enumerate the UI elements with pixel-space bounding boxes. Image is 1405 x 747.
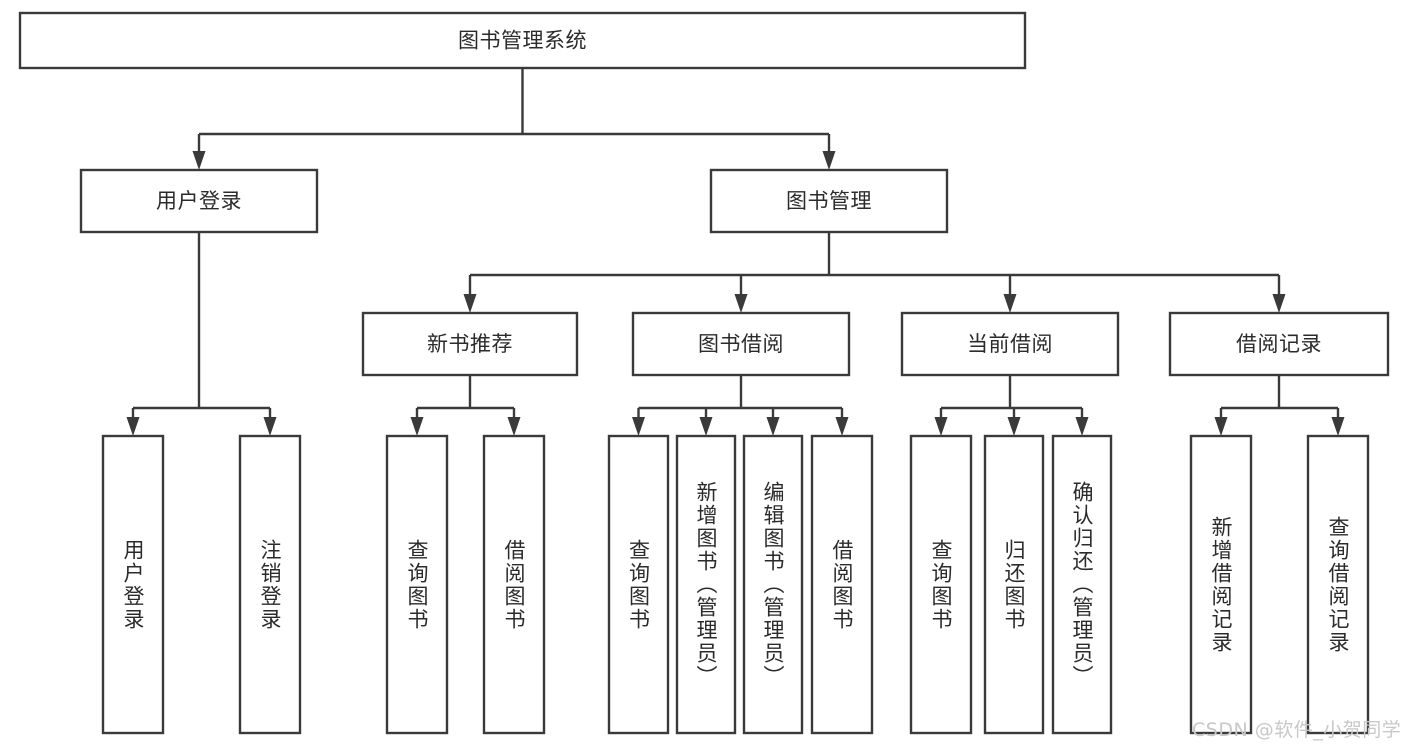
csdn-watermark: CSDN @软件_小贺同学 <box>1192 719 1402 741</box>
leaf-node-3-借阅图书-box[interactable] <box>482 434 546 735</box>
book-borrow-arrow-3 <box>835 417 849 436</box>
root-arrow-0 <box>192 151 206 170</box>
level2-node-用户登录-label: 用户登录 <box>156 189 242 213</box>
book-mgmt-arrow-1 <box>734 294 748 313</box>
level2-node-用户登录-box[interactable] <box>79 168 319 234</box>
current-borrow-arrow-2 <box>1075 417 1089 436</box>
level3-node-当前借阅-label: 当前借阅 <box>967 332 1053 356</box>
level3-node-当前借阅-box[interactable] <box>900 311 1120 377</box>
level2-node-图书管理-label: 图书管理 <box>786 189 872 213</box>
current-borrow-arrow-0 <box>934 417 948 436</box>
leaf-node-8-查询图书-box[interactable] <box>909 434 973 735</box>
user-login-arrow-1 <box>263 417 277 436</box>
leaf-node-11-新增借阅记录-box[interactable] <box>1189 434 1253 735</box>
book-mgmt-arrow-3 <box>1272 294 1286 313</box>
new-book-arrow-0 <box>410 417 424 436</box>
leaf-node-10-确认归还管理员-box[interactable] <box>1051 434 1113 735</box>
leaf-node-4-查询图书-box[interactable] <box>607 434 670 735</box>
level3-node-新书推荐-label: 新书推荐 <box>427 332 513 356</box>
level3-node-图书借阅-label: 图书借阅 <box>698 332 784 356</box>
new-book-arrow-1 <box>507 417 521 436</box>
book-borrow-arrow-0 <box>632 417 645 436</box>
borrow-record-arrow-1 <box>1331 417 1345 436</box>
level2-node-图书管理-box[interactable] <box>709 168 949 234</box>
boxes-layer <box>18 11 1390 735</box>
book-mgmt-arrow-2 <box>1003 294 1017 313</box>
leaf-node-9-归还图书-box[interactable] <box>983 434 1045 735</box>
leaf-node-12-查询借阅记录-box[interactable] <box>1306 434 1370 735</box>
root-arrow-1 <box>822 151 836 170</box>
level3-node-图书借阅-box[interactable] <box>631 311 851 377</box>
level3-node-借阅记录-box[interactable] <box>1168 311 1390 377</box>
connectors-layer <box>126 68 1345 436</box>
level3-node-新书推荐-box[interactable] <box>361 311 579 377</box>
leaf-node-2-查询图书-box[interactable] <box>385 434 449 735</box>
leaf-node-6-编辑图书管理员-box[interactable] <box>742 434 804 735</box>
leaf-node-0-用户登录-box[interactable] <box>101 434 165 735</box>
level3-node-借阅记录-label: 借阅记录 <box>1236 332 1322 356</box>
book-mgmt-arrow-0 <box>463 294 477 313</box>
leaf-node-7-借阅图书-box[interactable] <box>810 434 874 735</box>
user-login-arrow-0 <box>126 417 140 436</box>
current-borrow-arrow-1 <box>1007 417 1021 436</box>
book-borrow-arrow-1 <box>699 417 713 436</box>
root-node-图书管理系统-label: 图书管理系统 <box>458 29 587 53</box>
leaf-node-1-注销登录-box[interactable] <box>238 434 302 735</box>
book-borrow-arrow-2 <box>766 417 780 436</box>
borrow-record-arrow-0 <box>1214 417 1228 436</box>
root-node-图书管理系统-box[interactable] <box>18 11 1027 70</box>
leaf-node-5-新增图书管理员-box[interactable] <box>675 434 737 735</box>
